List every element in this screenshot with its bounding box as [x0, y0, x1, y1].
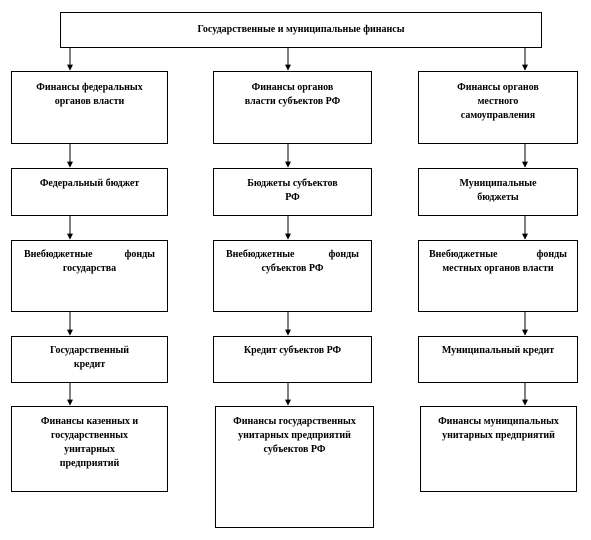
box-federal-enterprises: Финансы казенных и государственных унита… — [11, 406, 168, 492]
root-label: Государственные и муниципальные финансы — [197, 24, 405, 35]
label-state-credit: Государственный кредит — [49, 345, 130, 370]
box-regional-extrabudgetary: Внебюджетные фонды субъектов РФ — [213, 240, 372, 312]
box-local-government: Финансы органов местного самоуправления — [418, 71, 578, 144]
label-federal-enterprises: Финансы казенных и государственных унита… — [40, 416, 139, 469]
label-federal-authorities: Финансы федеральных органов власти — [36, 82, 143, 107]
box-municipal-credit: Муниципальный кредит — [418, 336, 578, 383]
box-local-extrabudgetary: Внебюджетные фонды местных органов власт… — [418, 240, 578, 312]
box-municipal-budgets: Муниципальные бюджеты — [418, 168, 578, 216]
label-regional-extrabudgetary: Внебюджетные фонды субъектов РФ — [226, 249, 359, 274]
box-regional-credit: Кредит субъектов РФ — [213, 336, 372, 383]
box-municipal-enterprises: Финансы муниципальных унитарных предприя… — [420, 406, 577, 492]
label-local-extrabudgetary: Внебюджетные фонды местных органов власт… — [429, 249, 567, 274]
box-regional-authorities: Финансы органов власти субъектов РФ — [213, 71, 372, 144]
label-regional-authorities: Финансы органов власти субъектов РФ — [244, 82, 341, 107]
box-state-credit: Государственный кредит — [11, 336, 168, 383]
label-regional-credit: Кредит субъектов РФ — [243, 345, 342, 356]
box-federal-authorities: Финансы федеральных органов власти — [11, 71, 168, 144]
label-federal-extrabudgetary: Внебюджетные фонды государства — [24, 249, 155, 274]
label-regional-budgets: Бюджеты субъектов РФ — [247, 178, 338, 203]
label-regional-enterprises: Финансы государственных унитарных предпр… — [233, 416, 356, 455]
label-municipal-credit: Муниципальный кредит — [441, 345, 555, 356]
root-box: Государственные и муниципальные финансы — [60, 12, 542, 48]
box-regional-budgets: Бюджеты субъектов РФ — [213, 168, 372, 216]
label-municipal-enterprises: Финансы муниципальных унитарных предприя… — [438, 416, 559, 441]
box-regional-enterprises: Финансы государственных унитарных предпр… — [215, 406, 374, 528]
box-federal-budget: Федеральный бюджет — [11, 168, 168, 216]
box-federal-extrabudgetary: Внебюджетные фонды государства — [11, 240, 168, 312]
label-federal-budget: Федеральный бюджет — [39, 178, 140, 189]
label-municipal-budgets: Муниципальные бюджеты — [459, 178, 537, 203]
label-local-government: Финансы органов местного самоуправления — [457, 82, 539, 121]
